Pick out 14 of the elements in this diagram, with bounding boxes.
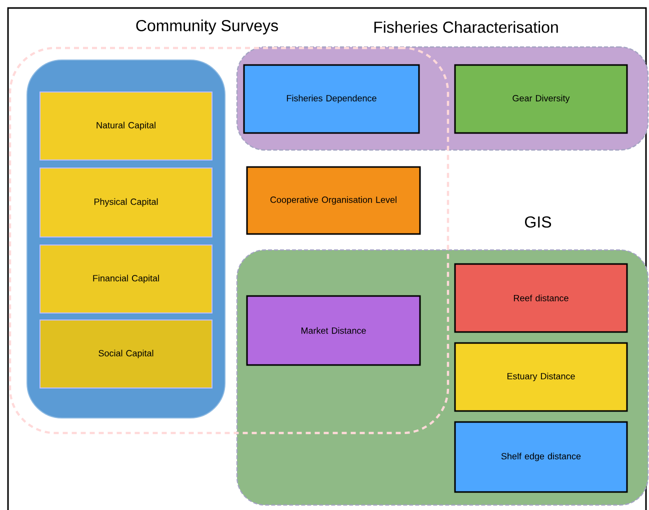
indicator-box: Fisheries Dependence — [243, 64, 420, 134]
region-heading: Fisheries Characterisation — [374, 21, 558, 33]
region-heading: GIS — [525, 216, 552, 228]
capital-box: Natural Capital — [40, 91, 212, 160]
indicator-box: Estuary Distance — [454, 342, 628, 412]
region-heading: Community Surveys — [136, 20, 278, 34]
indicator-box: Market Distance — [246, 295, 421, 366]
capital-box: Physical Capital — [40, 167, 212, 238]
capital-box: Social Capital — [40, 319, 212, 388]
indicator-box: Shelf edge distance — [454, 421, 628, 493]
indicator-box: Reef distance — [454, 263, 628, 333]
indicator-box: Gear Diversity — [454, 64, 628, 134]
capital-box: Financial Capital — [40, 244, 212, 314]
indicator-box: Cooperative Organisation Level — [246, 166, 421, 235]
